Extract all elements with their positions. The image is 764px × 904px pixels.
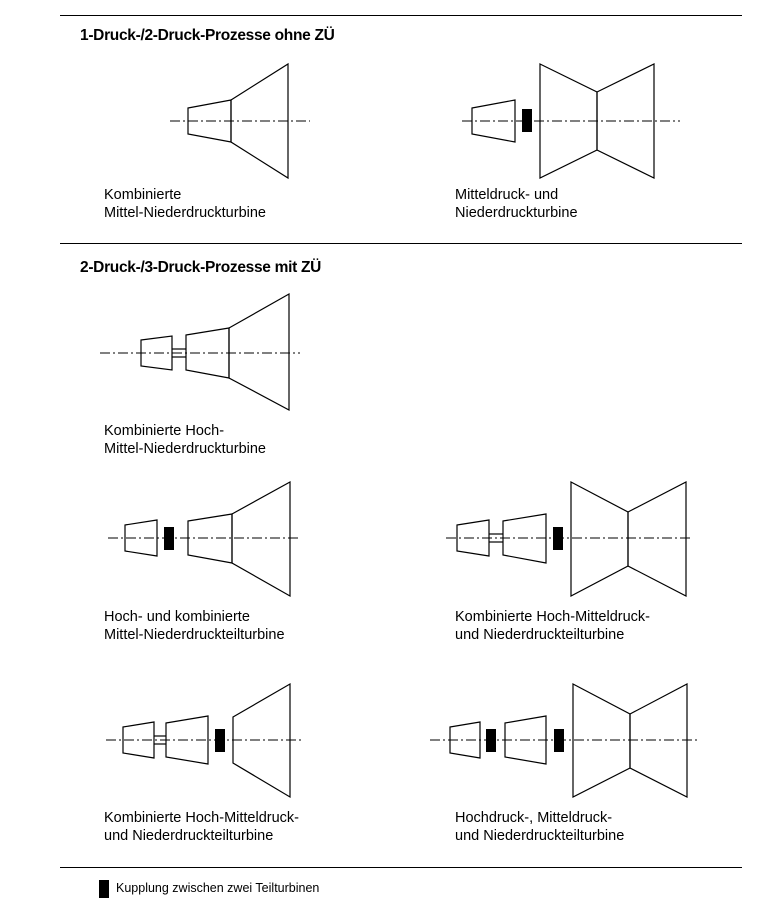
section-2-heading: 2-Druck-/3-Druck-Prozesse mit ZÜ	[80, 259, 322, 276]
bottom-rule	[60, 867, 742, 868]
section-divider-rule	[60, 243, 742, 244]
coupling-legend-icon	[99, 880, 109, 898]
coupling-block	[553, 527, 563, 550]
turbine-diagram-combined-md-nd	[170, 62, 310, 180]
caption-combined-hd-md-nd: Kombinierte Hoch- Mittel-Niederdruckturb…	[104, 423, 266, 457]
caption-md-and-nd: Mitteldruck- und Niederdruckturbine	[455, 187, 578, 221]
turbine-diagram-hd-md-nd-separate	[430, 683, 700, 798]
turbine-diagram-md-and-nd	[462, 63, 680, 179]
caption-combined-hd-md-plus-nd-cone: Kombinierte Hoch-Mitteldruck- und Nieder…	[104, 810, 300, 844]
section-1-heading: 1-Druck-/2-Druck-Prozesse ohne ZÜ	[80, 27, 335, 44]
coupling-block	[164, 527, 174, 550]
coupling-block	[215, 729, 225, 752]
caption-combined-md-nd: Kombinierte Mittel-Niederdruckturbine	[104, 187, 266, 221]
coupling-block	[554, 729, 564, 752]
turbine-diagram-combined-hd-md-plus-nd	[446, 481, 690, 597]
caption-hd-plus-combined-md-nd: Hoch- und kombinierte Mittel-Niederdruck…	[104, 609, 285, 643]
turbine-diagram-combined-hd-md-plus-nd-cone	[106, 682, 304, 799]
caption-combined-hd-md-plus-nd: Kombinierte Hoch-Mitteldruck- und Nieder…	[455, 609, 651, 643]
turbine-diagram-hd-plus-combined-md-nd	[108, 480, 300, 598]
coupling-block	[522, 109, 532, 132]
legend-label: Kupplung zwischen zwei Teilturbinen	[116, 881, 320, 895]
caption-hd-md-nd-separate: Hochdruck-, Mitteldruck- und Niederdruck…	[455, 810, 625, 844]
coupling-block	[486, 729, 496, 752]
turbine-diagram-combined-hd-md-nd	[100, 292, 300, 411]
top-rule	[60, 15, 742, 16]
